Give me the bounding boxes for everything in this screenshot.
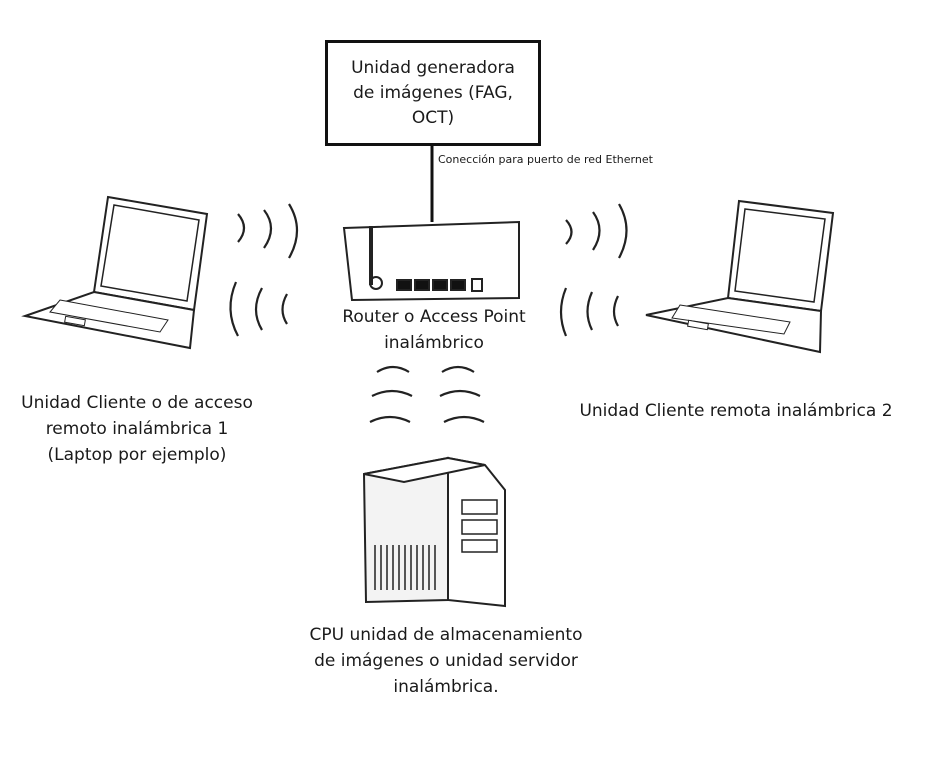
- router-label: Router o Access Point inalámbrico: [342, 307, 526, 353]
- client-unit-1-label: Unidad Cliente o de acceso remoto inalám…: [21, 393, 253, 465]
- server-tower-icon: [362, 456, 506, 608]
- ethernet-connection-label: Conección para puerto de red Ethernet: [438, 153, 653, 166]
- laptop-icon: [645, 199, 835, 354]
- wireless-waves-icon: [237, 203, 299, 259]
- router-icon: [342, 220, 520, 302]
- wireless-waves-icon: [229, 281, 288, 337]
- wireless-waves-icon: [369, 365, 485, 423]
- laptop-icon: [21, 195, 209, 350]
- wireless-waves-icon: [559, 287, 619, 337]
- image-generating-unit-node: Unidad generadora de imágenes (FAG, OCT): [325, 40, 541, 146]
- image-generating-unit-label: Unidad generadora de imágenes (FAG, OCT): [351, 57, 515, 128]
- wireless-waves-icon: [565, 203, 628, 259]
- server-unit-label: CPU unidad de almacenamiento de imágenes…: [309, 625, 583, 697]
- client-unit-2-label: Unidad Cliente remota inalámbrica 2: [579, 401, 893, 421]
